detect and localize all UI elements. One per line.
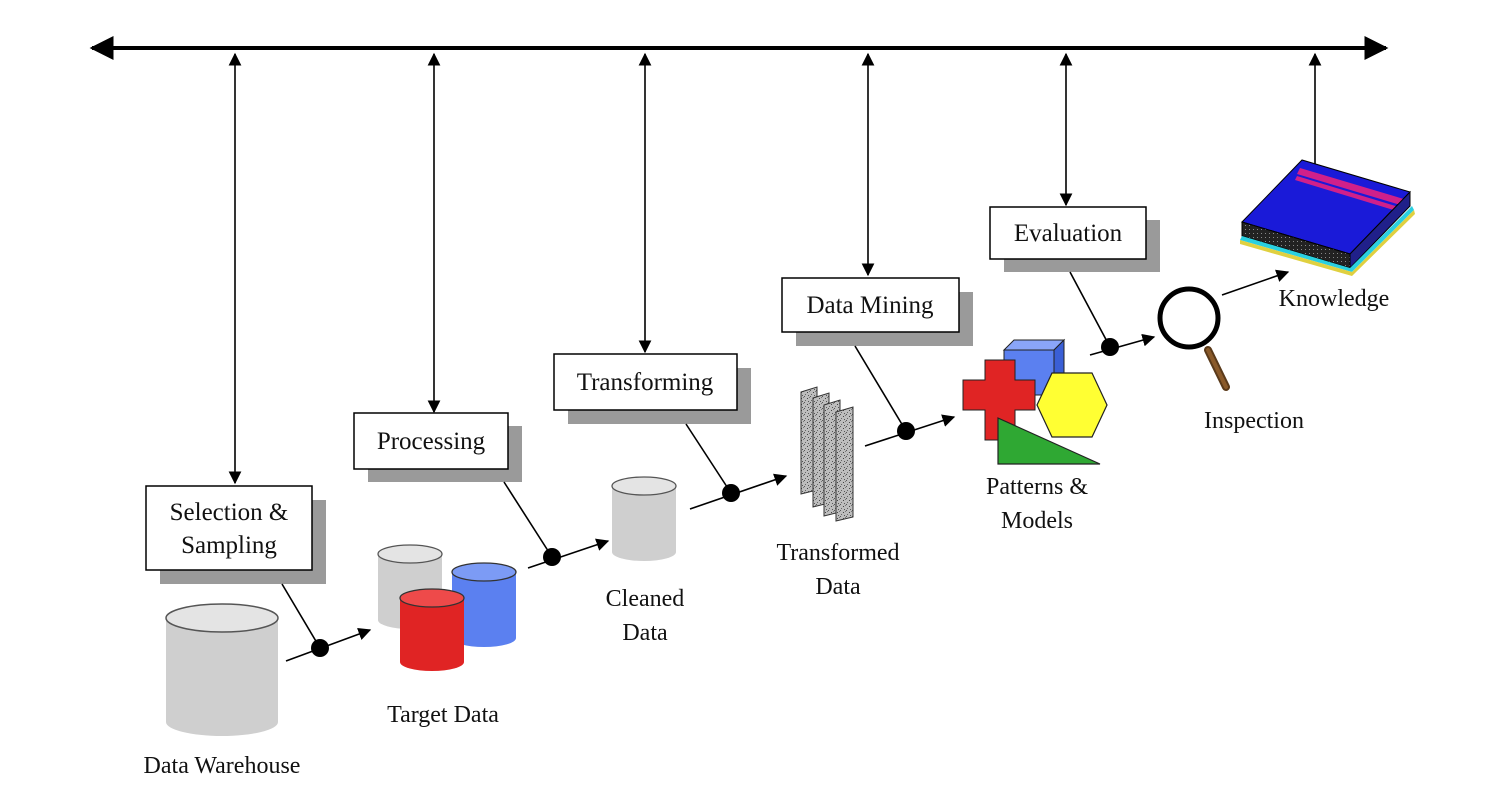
cylinder-icon-data-warehouse bbox=[165, 603, 279, 736]
flow-arrow-2 bbox=[527, 538, 610, 569]
artifact-label-knowledge: Knowledge bbox=[1279, 286, 1390, 312]
flow-arrow-5 bbox=[1089, 333, 1156, 356]
stage-label-processing: Processing bbox=[377, 428, 486, 455]
artifact-label-data-warehouse: Data Warehouse bbox=[144, 753, 301, 779]
flow-dot bbox=[1101, 338, 1119, 356]
cylinder-icon-target-data bbox=[377, 544, 517, 671]
flow-dot bbox=[897, 422, 915, 440]
stage-label-evaluation: Evaluation bbox=[1014, 220, 1123, 247]
stage-box-transforming: Transforming bbox=[553, 353, 751, 424]
artifact-label-inspection: Inspection bbox=[1204, 408, 1304, 434]
document-stack-icon bbox=[800, 386, 854, 522]
stage-box-selection: Selection & Sampling bbox=[145, 485, 326, 584]
shapes-icon bbox=[962, 338, 1108, 465]
artifact-label-patterns-line2: Models bbox=[1001, 508, 1073, 534]
flow-dot bbox=[311, 639, 329, 657]
flow-arrow-6 bbox=[1221, 269, 1290, 296]
stage-label-data-mining: Data Mining bbox=[806, 292, 934, 319]
flow-dot bbox=[543, 548, 561, 566]
cylinder-icon-cleaned-data bbox=[611, 476, 677, 561]
artifact-label-cleaned-line1: Cleaned bbox=[606, 586, 685, 612]
artifact-label-transformed-line1: Transformed bbox=[776, 540, 899, 566]
flow-dot bbox=[722, 484, 740, 502]
stage-box-data-mining: Data Mining bbox=[781, 277, 973, 346]
stage-box-evaluation: Evaluation bbox=[989, 206, 1160, 272]
book-icon bbox=[1240, 159, 1415, 276]
vertical-arrows bbox=[228, 52, 1322, 485]
stage-label-selection-line2: Sampling bbox=[181, 532, 277, 559]
stage-label-transforming: Transforming bbox=[577, 369, 714, 396]
magnifier-icon bbox=[1157, 286, 1230, 391]
artifact-label-transformed-line2: Data bbox=[815, 574, 861, 600]
flow-dots bbox=[311, 338, 1119, 657]
artifact-label-cleaned-line2: Data bbox=[622, 620, 668, 646]
stage-label-selection-line1: Selection & bbox=[170, 499, 289, 526]
stage-box-processing: Processing bbox=[353, 412, 522, 482]
artifact-label-target-data: Target Data bbox=[387, 702, 499, 728]
artifact-label-patterns-line1: Patterns & bbox=[986, 474, 1088, 500]
